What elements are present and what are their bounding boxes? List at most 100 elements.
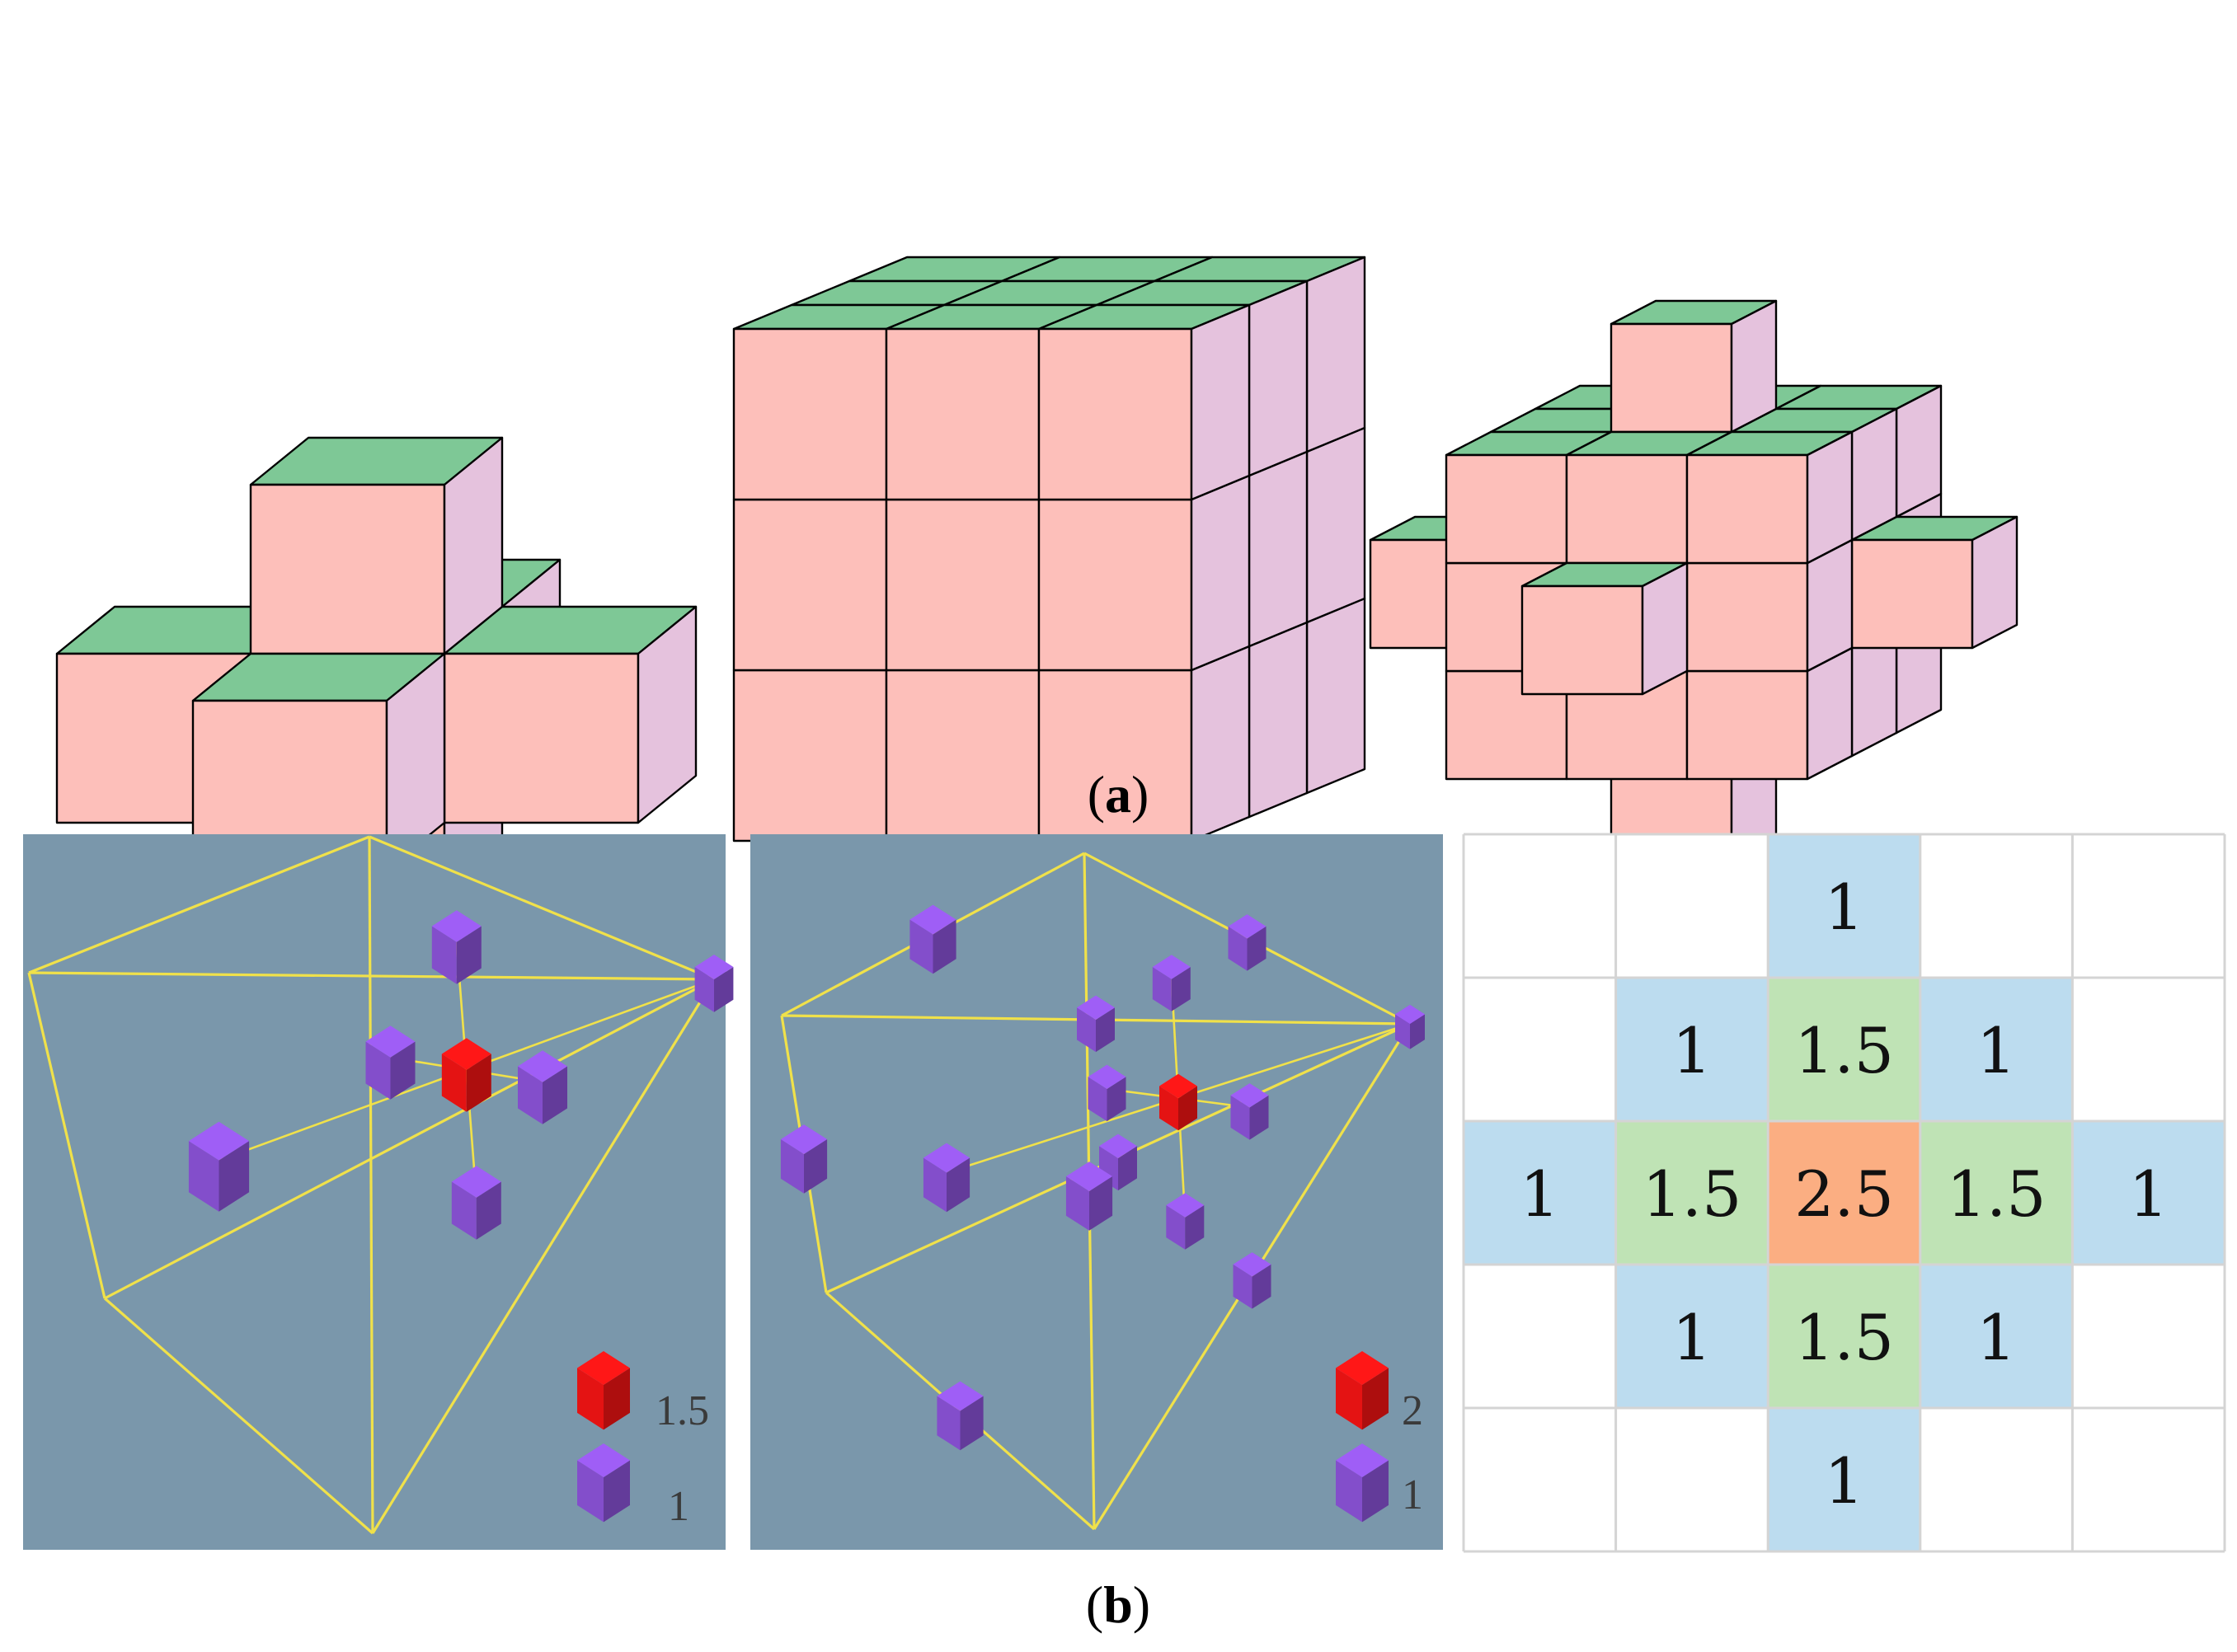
neighbor-voxel-marker bbox=[923, 1143, 970, 1213]
panel-b1-markers bbox=[188, 910, 734, 1523]
grid-cell bbox=[2072, 1408, 2225, 1551]
grid-cell-value: 2.5 bbox=[1794, 1157, 1894, 1231]
grid-cell-value: 1.5 bbox=[1642, 1157, 1741, 1231]
marker-face bbox=[451, 1166, 501, 1198]
center-voxel-marker bbox=[441, 1038, 491, 1112]
marker-face bbox=[1362, 1460, 1389, 1523]
wire-edge bbox=[369, 835, 715, 981]
grid-cell bbox=[2072, 978, 2225, 1121]
grid-cell-value: 1 bbox=[1824, 871, 1863, 944]
neighbor-voxel-marker bbox=[1230, 1083, 1269, 1140]
marker-face bbox=[431, 910, 482, 942]
marker-face bbox=[451, 1181, 477, 1240]
voxel-side-face bbox=[1190, 303, 1251, 501]
voxel-front-face bbox=[1685, 669, 1809, 781]
grid-cell bbox=[1768, 834, 1920, 978]
marker-face bbox=[604, 1460, 630, 1523]
marker-face bbox=[1336, 1443, 1389, 1477]
voxel-front-face bbox=[1850, 538, 1974, 650]
marker-face bbox=[1249, 1095, 1269, 1140]
wire-edge bbox=[368, 836, 374, 1534]
grid-cell bbox=[1615, 1265, 1769, 1408]
marker-face bbox=[714, 967, 734, 1012]
marker-face bbox=[1171, 967, 1191, 1011]
marker-face bbox=[909, 919, 933, 974]
neighbor-voxel-marker bbox=[1233, 1252, 1271, 1309]
marker-face bbox=[947, 1157, 970, 1213]
marker-face bbox=[1233, 1264, 1252, 1309]
marker-face bbox=[1166, 1193, 1205, 1218]
grid-cell bbox=[1768, 1121, 1920, 1265]
voxel-side-face bbox=[1190, 474, 1251, 672]
wire-edge bbox=[104, 978, 715, 1300]
voxel-front-face bbox=[1520, 584, 1644, 696]
marker-face bbox=[476, 1181, 501, 1240]
marker-face bbox=[1077, 1007, 1096, 1053]
voxel-side-face bbox=[1305, 256, 1366, 453]
marker-face bbox=[1065, 1176, 1089, 1231]
grid-cell bbox=[1615, 1408, 1769, 1551]
marker-face bbox=[1152, 967, 1172, 1011]
marker-face bbox=[1178, 1086, 1197, 1131]
neighbor-voxel-marker bbox=[1088, 1064, 1126, 1122]
marker-face bbox=[518, 1050, 567, 1082]
neighbor-voxel-marker bbox=[518, 1050, 567, 1124]
voxel-side-face bbox=[1730, 299, 1778, 434]
marker-face bbox=[909, 904, 956, 935]
marker-face bbox=[1118, 1146, 1137, 1191]
marker-face bbox=[1410, 1014, 1425, 1049]
marker-face bbox=[780, 1139, 804, 1194]
marker-face bbox=[543, 1066, 567, 1124]
marker-face bbox=[1185, 1205, 1205, 1250]
grid-cell bbox=[1920, 1408, 2073, 1551]
marker-face bbox=[1107, 1077, 1126, 1122]
marker-face bbox=[577, 1368, 604, 1430]
grid-cell bbox=[1615, 1121, 1769, 1265]
panel-b2-legend-neighbor-label: 1 bbox=[1402, 1471, 1423, 1518]
grid-cell bbox=[2072, 834, 2225, 978]
marker-face bbox=[1159, 1073, 1197, 1099]
panel-b2-markers bbox=[780, 904, 1425, 1523]
marker-face bbox=[1233, 1252, 1271, 1277]
marker-face bbox=[937, 1396, 961, 1451]
neighbor-voxel-marker bbox=[1395, 1005, 1425, 1049]
marker-face bbox=[1228, 926, 1248, 971]
grid-cell bbox=[2072, 1265, 2225, 1408]
grid-cell-value: 1 bbox=[1824, 1444, 1863, 1518]
voxel-front-face bbox=[443, 652, 640, 824]
panel-b1-face-neighborhood: 1.5 1 bbox=[23, 834, 734, 1550]
grid-cell-value: 1.5 bbox=[1794, 1301, 1894, 1374]
panel-b1-legend-neighbor-label: 1 bbox=[668, 1483, 689, 1530]
voxel-side-face bbox=[1641, 561, 1689, 696]
grid-cell bbox=[1464, 834, 1616, 978]
caption-b: (b) bbox=[1086, 1575, 1150, 1634]
wire-spoke bbox=[1177, 1022, 1411, 1100]
grid-cell-value: 1 bbox=[1672, 1014, 1712, 1087]
voxel-sphere-structure bbox=[1369, 299, 2018, 866]
legend-neighbor-swatch bbox=[577, 1443, 630, 1523]
marker-face bbox=[577, 1460, 604, 1523]
voxel-front-face bbox=[732, 327, 888, 501]
marker-face bbox=[1230, 1095, 1250, 1140]
grid-cell-value: 1 bbox=[1976, 1301, 2016, 1374]
marker-face bbox=[1362, 1368, 1389, 1430]
legend-center-swatch bbox=[1336, 1351, 1389, 1430]
voxel-front-face bbox=[885, 327, 1041, 501]
grid-cell bbox=[1615, 978, 1769, 1121]
grid-cell bbox=[1615, 834, 1769, 978]
voxel-front-face bbox=[1610, 322, 1733, 434]
marker-face bbox=[456, 926, 482, 984]
voxel-side-face bbox=[1248, 450, 1309, 648]
marker-face bbox=[441, 1054, 467, 1112]
grid-cell bbox=[1920, 1121, 2073, 1265]
voxel-front-face bbox=[1037, 498, 1193, 672]
voxel-front-face bbox=[732, 669, 888, 842]
grid-cell bbox=[1464, 1265, 1616, 1408]
grid-cell bbox=[1768, 978, 1920, 1121]
voxel-side-face bbox=[637, 605, 698, 824]
marker-face bbox=[365, 1041, 391, 1100]
grid-cell-value: 1 bbox=[1672, 1301, 1712, 1374]
panel-b1-legend-center-label: 1.5 bbox=[656, 1387, 709, 1434]
voxel-side-face bbox=[1248, 279, 1309, 477]
